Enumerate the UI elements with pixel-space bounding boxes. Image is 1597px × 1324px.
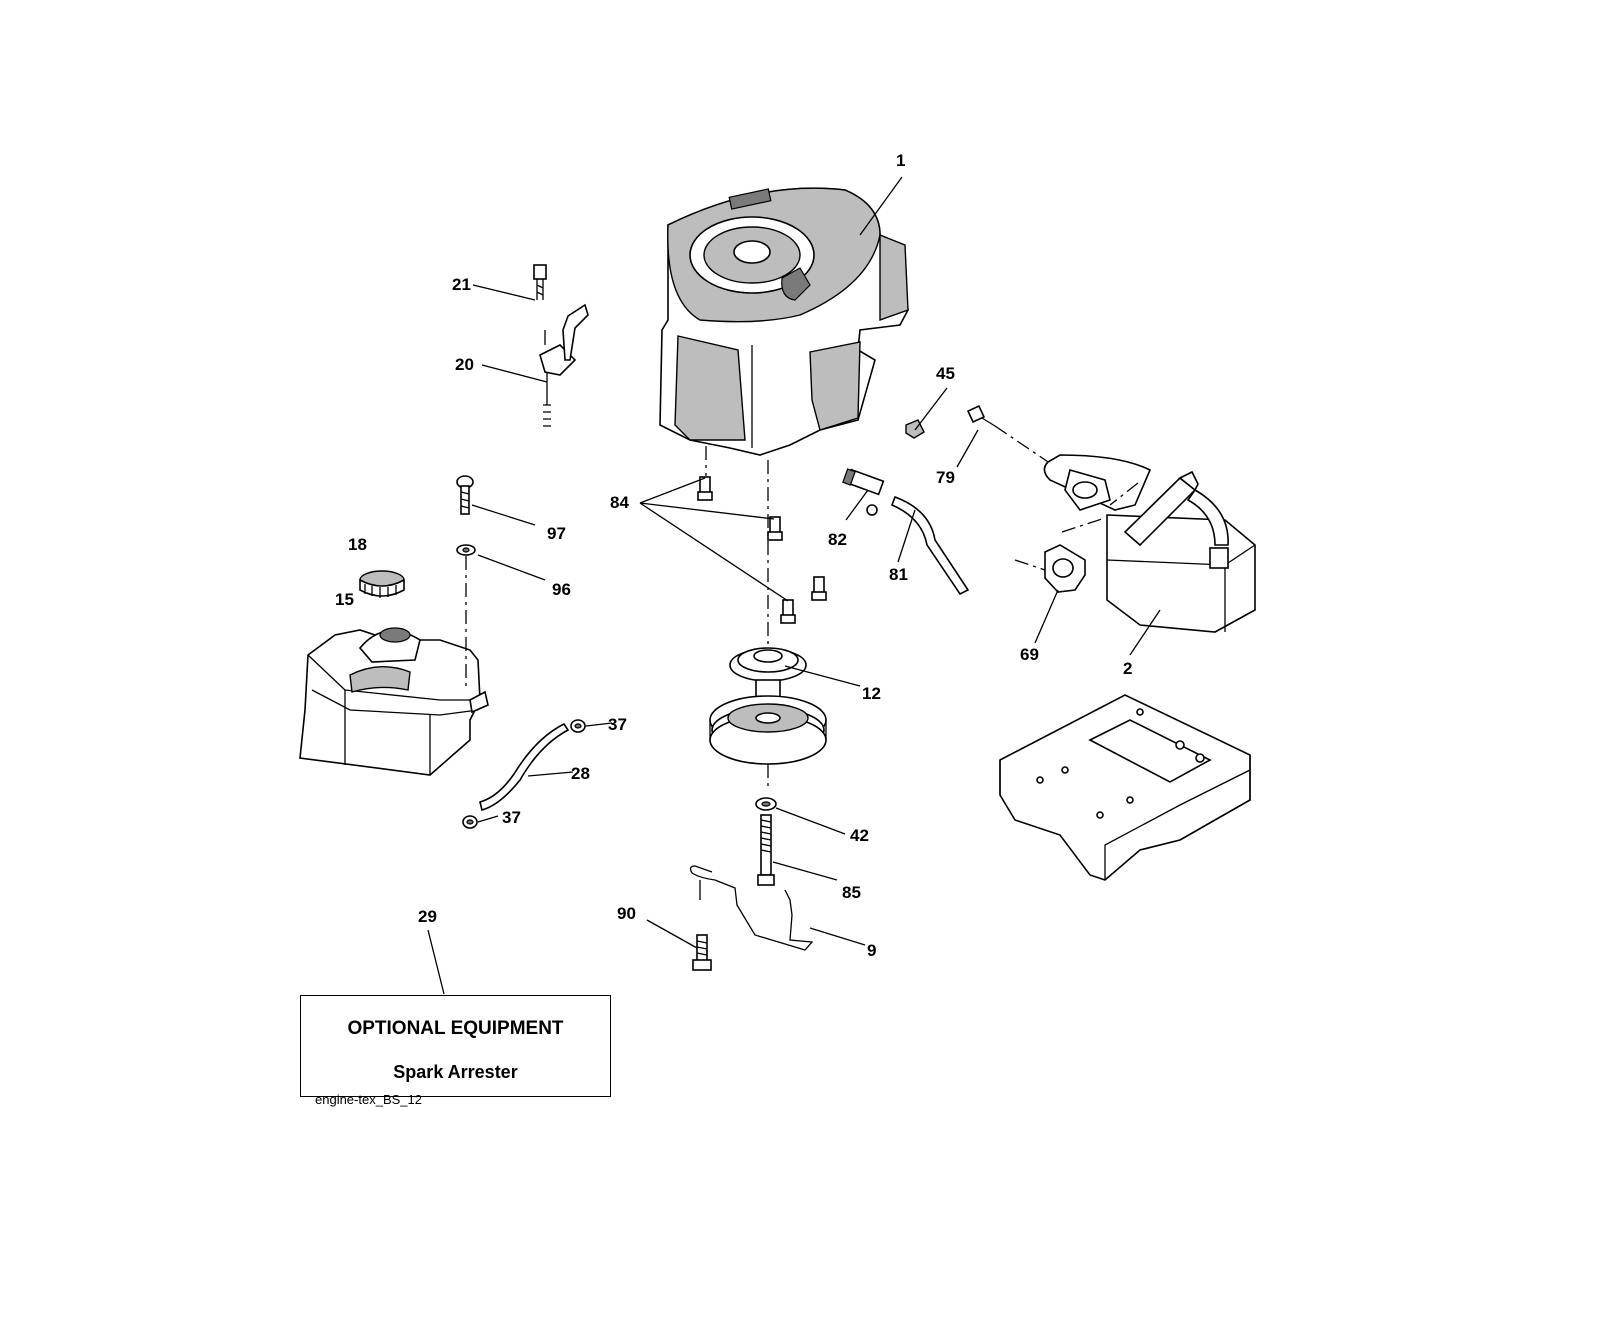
callout-37-lower: 37 bbox=[502, 808, 521, 827]
callout-2: 2 bbox=[1123, 659, 1133, 678]
washer-42-part bbox=[755, 797, 777, 811]
bolt-90-part bbox=[692, 934, 712, 971]
callout-15: 15 bbox=[335, 590, 354, 609]
washer-96-part bbox=[456, 544, 476, 690]
optional-equipment-box: OPTIONAL EQUIPMENT Spark Arrester bbox=[300, 995, 611, 1097]
fuel-hose-part bbox=[479, 722, 570, 811]
throttle-control-part bbox=[533, 264, 589, 427]
callout-96: 96 bbox=[552, 580, 571, 599]
muffler-part bbox=[1043, 454, 1256, 633]
callout-69: 69 bbox=[1020, 645, 1039, 664]
bolt-79-part bbox=[966, 404, 996, 427]
leader-lines bbox=[427, 176, 1161, 995]
spark-arrester-label: Spark Arrester bbox=[393, 1062, 518, 1082]
callout-9: 9 bbox=[867, 941, 877, 960]
callout-79: 79 bbox=[936, 468, 955, 487]
callout-12: 12 bbox=[862, 684, 881, 703]
bracket-9-part bbox=[689, 865, 814, 951]
diagram-reference-code: engine-tex_BS_12 bbox=[315, 1092, 422, 1107]
hose-clamp-37-lower bbox=[462, 815, 478, 829]
engine-mount-frame-part bbox=[999, 694, 1251, 881]
bolt-85-part bbox=[757, 814, 775, 886]
callout-97: 97 bbox=[547, 524, 566, 543]
fuel-tank-part bbox=[299, 627, 489, 776]
callout-84: 84 bbox=[610, 493, 629, 512]
callout-45: 45 bbox=[936, 364, 955, 383]
bolt-97-part bbox=[456, 475, 474, 515]
callout-28: 28 bbox=[571, 764, 590, 783]
fuel-cap-part bbox=[359, 570, 405, 598]
fuel-valve-part bbox=[842, 468, 885, 516]
gasket-69-part bbox=[1014, 517, 1106, 593]
callout-37-upper: 37 bbox=[608, 715, 627, 734]
callout-90: 90 bbox=[617, 904, 636, 923]
callout-18: 18 bbox=[348, 535, 367, 554]
callout-21: 21 bbox=[452, 275, 471, 294]
callout-82: 82 bbox=[828, 530, 847, 549]
engine-part bbox=[659, 187, 909, 456]
fuel-line-81-part bbox=[890, 495, 970, 596]
hose-clamp-37-upper bbox=[570, 719, 586, 733]
callout-20: 20 bbox=[455, 355, 474, 374]
callout-29: 29 bbox=[418, 907, 437, 926]
pulley-12-part bbox=[709, 460, 827, 790]
callout-1: 1 bbox=[896, 151, 906, 170]
bolt-84-parts bbox=[697, 446, 827, 624]
optional-equipment-title: OPTIONAL EQUIPMENT bbox=[347, 1018, 564, 1039]
callout-85: 85 bbox=[842, 883, 861, 902]
callout-42: 42 bbox=[850, 826, 869, 845]
callout-81: 81 bbox=[889, 565, 908, 584]
